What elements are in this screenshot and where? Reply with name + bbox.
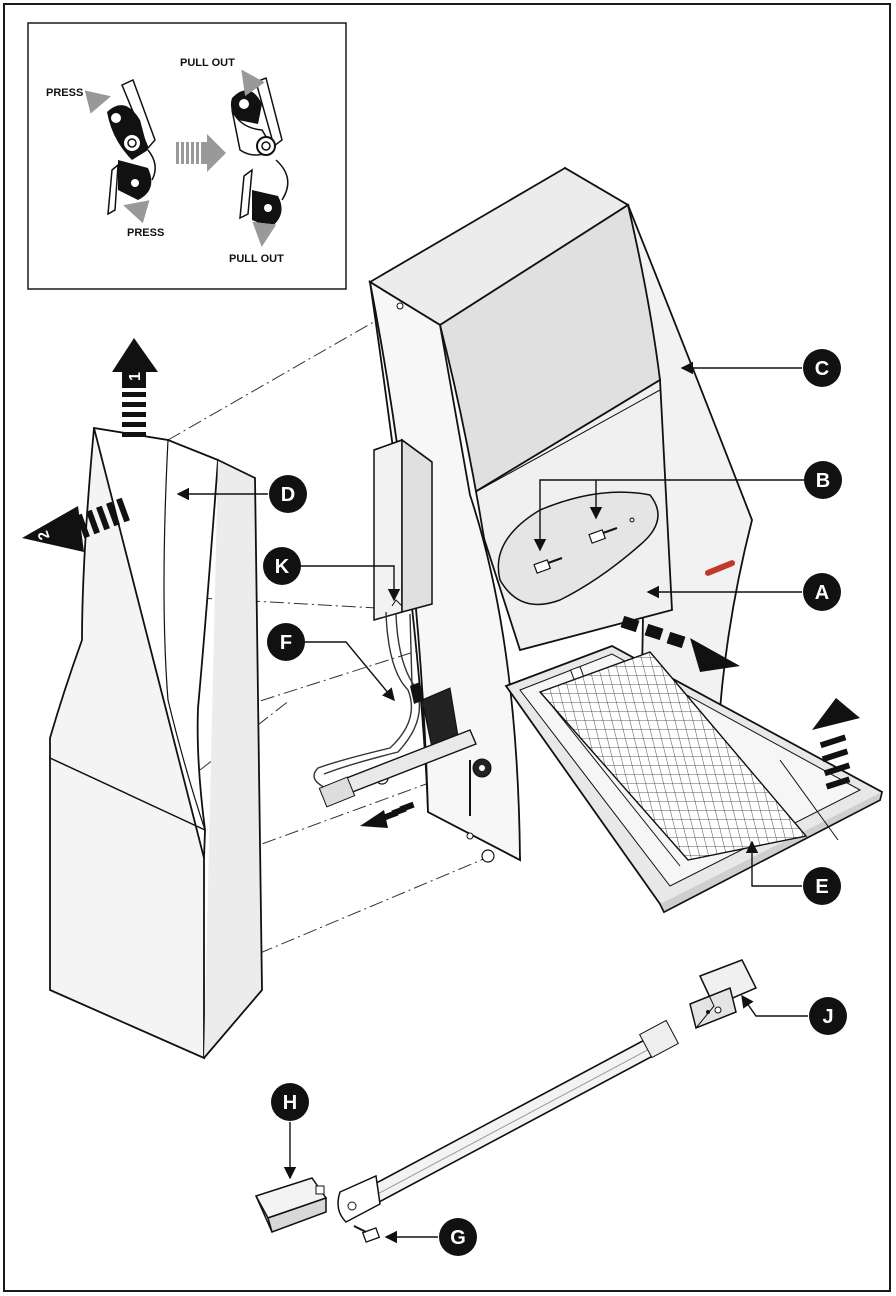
rod-pull-arrow bbox=[360, 801, 415, 828]
guide-rod bbox=[337, 1019, 680, 1223]
screw-plate bbox=[497, 491, 659, 606]
step-1-arrow bbox=[112, 338, 158, 437]
press-label-top: PRESS bbox=[46, 87, 83, 99]
svg-text:E: E bbox=[815, 876, 828, 898]
svg-text:C: C bbox=[815, 358, 829, 380]
svg-text:G: G bbox=[450, 1227, 466, 1249]
end-block-H bbox=[254, 1177, 328, 1233]
screw-1 bbox=[533, 557, 563, 574]
pull-out-label-top: PULL OUT bbox=[180, 57, 235, 69]
screw-2 bbox=[588, 527, 618, 544]
callout-leaders bbox=[176, 361, 808, 1244]
cable-harness bbox=[313, 611, 421, 791]
cable-channel bbox=[373, 438, 433, 621]
svg-text:J: J bbox=[822, 1006, 833, 1028]
svg-text:H: H bbox=[283, 1092, 297, 1114]
svg-text:F: F bbox=[280, 632, 292, 654]
step-2-arrow bbox=[22, 497, 130, 552]
callout-J: J bbox=[809, 997, 847, 1035]
status-indicator bbox=[704, 560, 736, 576]
step-1-label: 1 bbox=[127, 372, 144, 381]
callout-K: K bbox=[263, 547, 301, 585]
svg-text:B: B bbox=[816, 470, 830, 492]
left-side-cover bbox=[49, 426, 263, 1060]
svg-text:K: K bbox=[275, 556, 290, 578]
callout-H: H bbox=[271, 1083, 309, 1121]
callout-F: F bbox=[267, 623, 305, 661]
pull-out-label-bottom: PULL OUT bbox=[229, 253, 284, 265]
screw-G bbox=[353, 1225, 381, 1243]
tray-pull-arrow bbox=[620, 615, 740, 672]
callout-E: E bbox=[803, 867, 841, 905]
callout-D: D bbox=[269, 475, 307, 513]
callout-G: G bbox=[439, 1218, 477, 1256]
end-block-J bbox=[689, 959, 758, 1030]
page-border bbox=[3, 3, 891, 1292]
press-label-bottom: PRESS bbox=[127, 227, 164, 239]
cutting-tray bbox=[504, 645, 884, 914]
inset-frame bbox=[27, 22, 347, 290]
callout-B: B bbox=[804, 461, 842, 499]
clip-pressed-drawing bbox=[107, 78, 156, 216]
callout-A: A bbox=[803, 573, 841, 611]
clamp-assembly bbox=[318, 682, 492, 840]
transition-arrow bbox=[176, 134, 226, 172]
tray-lift-arrow bbox=[812, 698, 860, 790]
callout-C: C bbox=[803, 349, 841, 387]
svg-text:D: D bbox=[281, 484, 295, 506]
svg-text:A: A bbox=[815, 582, 829, 604]
inset-detail: PRESS PRESS PULL OUT PULL OUT bbox=[27, 22, 347, 290]
